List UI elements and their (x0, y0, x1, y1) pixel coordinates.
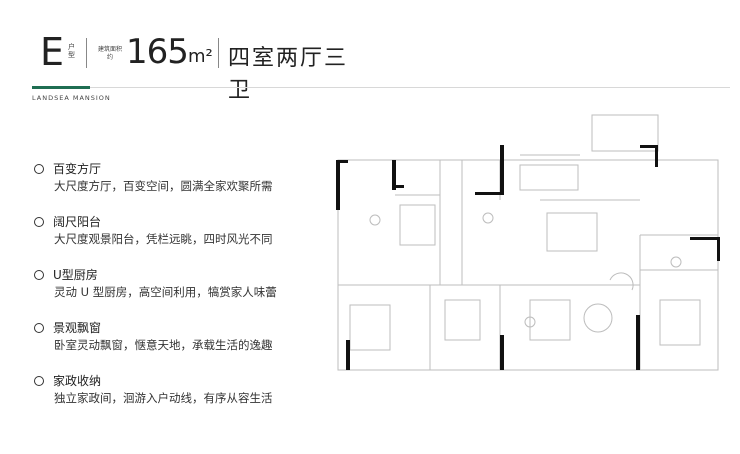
feature-item: 家政收纳 独立家政间，洄游入户动线，有序从容生活 (34, 372, 304, 425)
floor-plan (336, 114, 720, 371)
feature-title: 阔尺阳台 (53, 215, 102, 229)
accent-line (32, 86, 90, 89)
area-value: 165 (126, 32, 189, 72)
circle-bullet-icon (34, 164, 44, 174)
bed (399, 204, 436, 246)
feature-title: 百变方厅 (53, 162, 102, 176)
feature-item: 景观飘窗 卧室灵动飘窗，惬意天地，承载生活的逸趣 (34, 319, 304, 372)
feature-item: 百变方厅 大尺度方厅，百变空间，圆满全家欢聚所需 (34, 160, 304, 213)
feature-title: 景观飘窗 (53, 321, 102, 335)
door-swing (609, 272, 634, 291)
area-unit: m² (188, 46, 213, 67)
feature-item: 阔尺阳台 大尺度观景阳台，凭栏远眺，四时风光不同 (34, 213, 304, 266)
toilet (524, 316, 536, 328)
divider-line (90, 87, 730, 88)
feature-list: 百变方厅 大尺度方厅，百变空间，圆满全家欢聚所需 阔尺阳台 大尺度观景阳台，凭栏… (34, 160, 304, 425)
circle-bullet-icon (34, 323, 44, 333)
bed (349, 304, 391, 351)
layout-title: 四室两厅三卫 (228, 46, 349, 103)
toilet (670, 256, 682, 268)
feature-description: 大尺度方厅，百变空间，圆满全家欢聚所需 (54, 179, 273, 193)
toilet (482, 212, 494, 224)
round-table (583, 303, 613, 333)
plan-walls (336, 145, 720, 370)
toilet (369, 214, 381, 226)
unit-header: E 户型 建筑面积约 165 m² 四室两厅三卫 (40, 26, 360, 103)
feature-title: U型厨房 (53, 268, 98, 282)
feature-item: U型厨房 灵动 U 型厨房，高空间利用，犒赏家人味蕾 (34, 266, 304, 319)
header-divider (86, 38, 87, 68)
circle-bullet-icon (34, 376, 44, 386)
sofa (529, 299, 571, 341)
feature-title: 家政收纳 (53, 374, 102, 388)
header-divider (218, 38, 219, 68)
unit-type-caption: 户型 (68, 43, 75, 59)
dining-table (546, 212, 598, 252)
circle-bullet-icon (34, 270, 44, 280)
kitchen-counter (519, 164, 579, 191)
bed (659, 299, 701, 346)
brand-name: LANDSEA MANSION (32, 94, 111, 102)
feature-description: 灵动 U 型厨房，高空间利用，犒赏家人味蕾 (54, 285, 277, 299)
plan-outline (337, 159, 719, 371)
feature-description: 卧室灵动飘窗，惬意天地，承载生活的逸趣 (54, 338, 273, 352)
bed (444, 299, 481, 341)
area-caption: 建筑面积约 (98, 46, 123, 61)
circle-bullet-icon (34, 217, 44, 227)
unit-type-letter: E (40, 30, 65, 74)
feature-description: 独立家政间，洄游入户动线，有序从容生活 (54, 391, 273, 405)
feature-description: 大尺度观景阳台，凭栏远眺，四时风光不同 (54, 232, 273, 246)
